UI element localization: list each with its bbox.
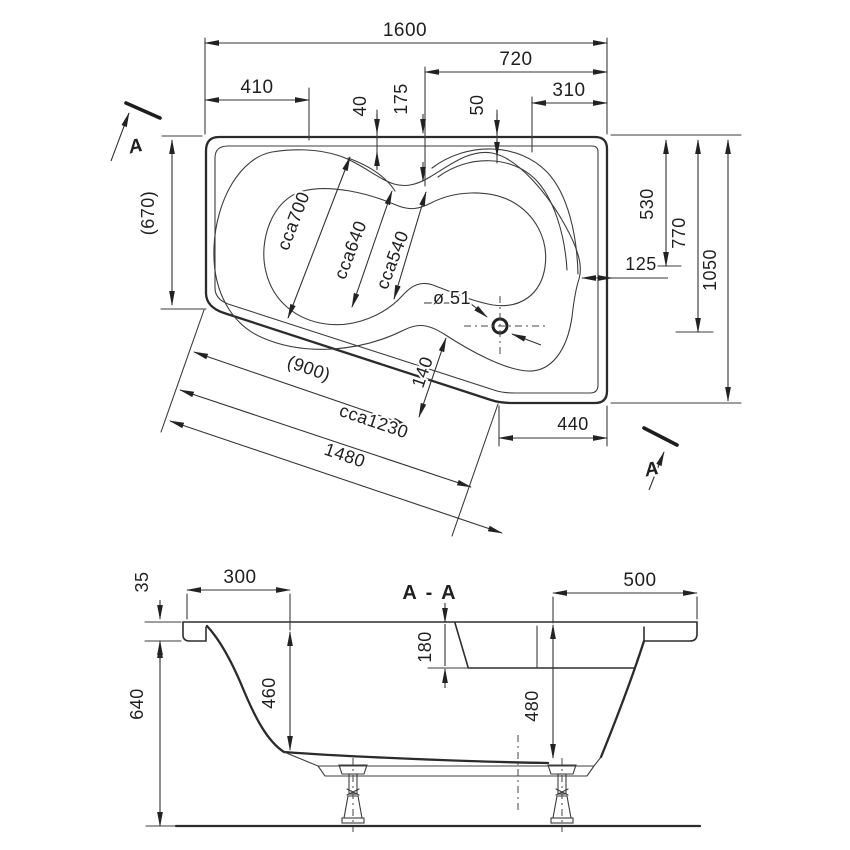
dim-label-40: 40 <box>350 95 370 116</box>
section-bottom <box>282 750 550 765</box>
dim-label-cca640: cca640 <box>330 218 371 282</box>
section-view: A - A 35 300 500 180 460 480 640 <box>125 565 702 832</box>
dim-label-530: 530 <box>637 188 657 220</box>
dim-label-140: 140 <box>408 354 437 390</box>
section-cut-mark-bottom-right <box>642 426 679 491</box>
headrest-arc-inner <box>437 160 568 271</box>
dim-label-770: 770 <box>669 217 689 249</box>
dim-label-cca700: cca700 <box>273 189 314 253</box>
basin-outer-contour <box>213 149 581 372</box>
dim-label-175: 175 <box>391 83 411 115</box>
tub-inner-rim <box>214 145 599 394</box>
section-title: A - A <box>402 582 457 604</box>
section-left-lip <box>182 621 207 642</box>
section-letter-bottom: A <box>642 458 661 482</box>
dim-label-480: 480 <box>522 690 542 722</box>
dim-label-180: 180 <box>415 631 435 663</box>
extension-lines-section <box>144 593 698 642</box>
dim-label-410: 410 <box>240 77 273 98</box>
section-letter-top: A <box>126 135 145 159</box>
dim-label-cca540: cca540 <box>372 228 413 292</box>
section-right-lip <box>643 621 698 642</box>
dimension-lines-section <box>157 587 699 828</box>
section-cut-mark-top-left <box>110 101 162 162</box>
dim-label-125: 125 <box>625 254 657 274</box>
section-right-wall <box>599 639 646 759</box>
waist-curve <box>347 157 396 192</box>
dim-label-640: 640 <box>127 688 147 720</box>
dim-label-cca1230: cca1230 <box>337 400 411 442</box>
tub-outer-rim <box>204 135 609 405</box>
dim-label-900: (900) <box>285 352 334 385</box>
section-left-wall <box>205 624 286 754</box>
dim-label-460: 460 <box>259 677 279 709</box>
dim-label-310: 310 <box>552 80 585 101</box>
dim-label-500: 500 <box>623 570 656 591</box>
dimension-lines-top-view <box>169 40 731 534</box>
adjustable-foot-right <box>547 758 577 832</box>
dim-label-50: 50 <box>467 94 487 115</box>
top-view: 1600 720 410 310 40 175 50 (670) 530 770… <box>110 18 742 537</box>
dim-label-35: 35 <box>132 571 152 592</box>
dim-label-670: (670) <box>138 191 158 236</box>
drain-leader <box>424 302 488 318</box>
section-seat <box>427 622 635 669</box>
dim-label-1050: 1050 <box>700 249 720 291</box>
dim-label-1480: 1480 <box>322 439 368 472</box>
drain-leader-2 <box>511 333 542 346</box>
adjustable-foot-left <box>338 758 368 832</box>
dim-label-300: 300 <box>223 567 256 588</box>
dim-label-440: 440 <box>557 414 589 434</box>
section-support-frame <box>283 751 602 777</box>
dim-label-drain: ø 51 <box>433 288 471 308</box>
dim-label-720: 720 <box>499 49 532 70</box>
dim-label-1600: 1600 <box>383 20 427 41</box>
headrest-arc-outer <box>431 148 579 275</box>
